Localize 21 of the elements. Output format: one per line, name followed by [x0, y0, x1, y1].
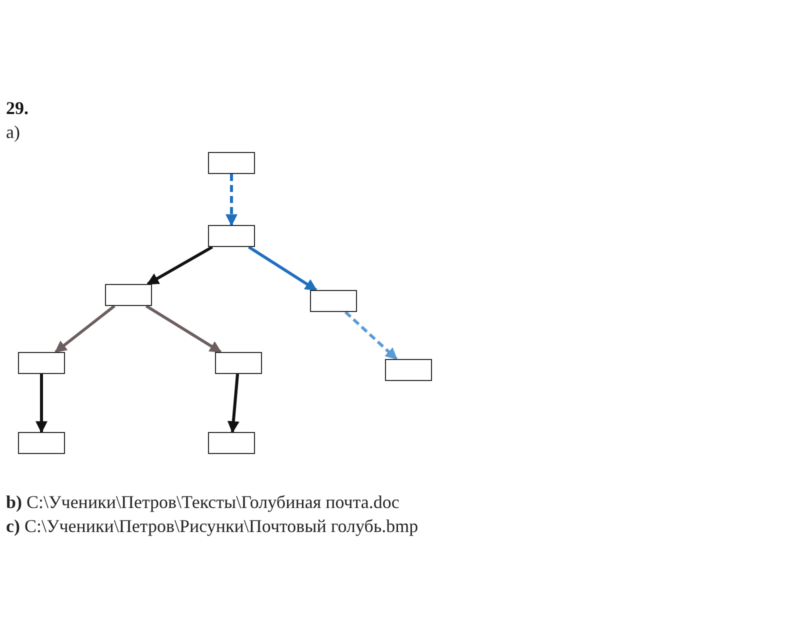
- text-line: b) C:\Ученики\Петров\Тексты\Голубиная почта.doc: [6, 492, 400, 513]
- arrow: [54, 304, 116, 354]
- arrow: [146, 246, 214, 286]
- empty-box: [215, 352, 262, 374]
- empty-box: [208, 432, 255, 454]
- empty-box: [18, 352, 65, 374]
- empty-box: [18, 432, 65, 454]
- text-line: c) C:\Ученики\Петров\Рисунки\Почтовый голубь.bmp: [6, 516, 418, 537]
- empty-box: [385, 359, 432, 381]
- arrow: [248, 246, 318, 292]
- text-line: a): [6, 122, 20, 143]
- arrow: [227, 374, 240, 434]
- empty-box: [310, 290, 357, 312]
- arrow: [36, 374, 48, 434]
- arrow: [344, 310, 398, 360]
- exercise-number: 29.: [6, 98, 28, 119]
- empty-box: [105, 284, 152, 306]
- arrow: [226, 174, 238, 226]
- empty-box: [208, 152, 255, 174]
- empty-box: [208, 225, 255, 247]
- arrow: [146, 304, 222, 354]
